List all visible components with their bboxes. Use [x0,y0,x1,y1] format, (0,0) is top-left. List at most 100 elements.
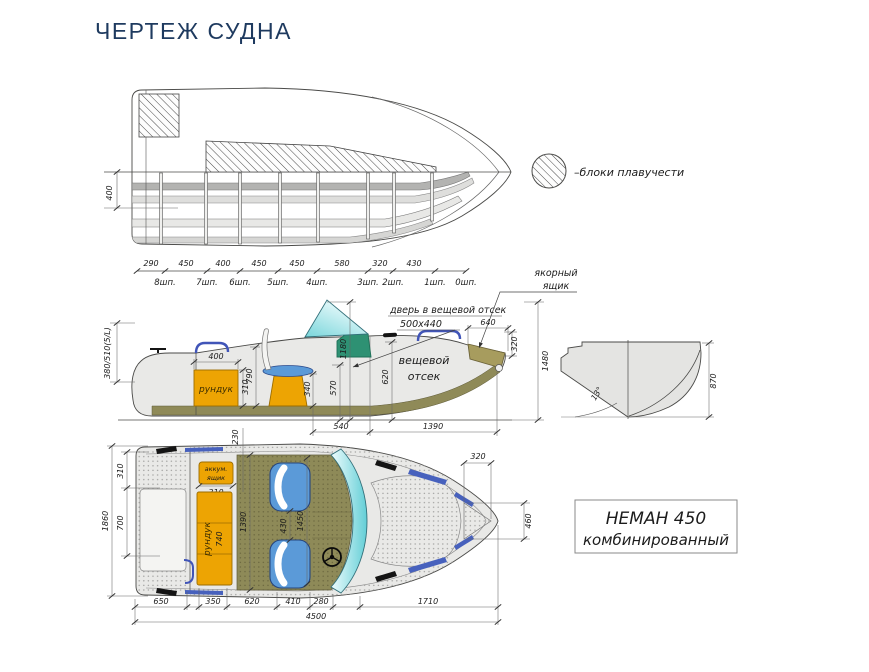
svg-text:8шп.: 8шп. [154,278,175,288]
seat-backrest [261,328,272,371]
svg-text:400: 400 [215,259,230,268]
buoyancy-legend-swatch [531,153,567,189]
locker-side-label: рундук [198,385,233,395]
side-elevation-view: рундук [103,268,578,436]
dim-790: 790 [245,368,254,383]
gunwale-strip-bottom [185,590,223,595]
dim-1390-plan: 1390 [239,512,248,532]
dim-740: 740 [215,531,224,546]
svg-text:0шп.: 0шп. [455,278,476,288]
dim-1180: 1180 [339,339,348,359]
bow-strip-bottom-long [408,557,447,573]
gunwale-strip-top [185,447,223,452]
windshield-side [304,299,370,338]
stern-pad-top [156,446,177,454]
gunwale-dots-top [190,444,453,486]
model-name: НЕМАН 450 [606,509,706,529]
anchor-locker-plan [463,502,492,540]
svg-text:1шп.: 1шп. [424,278,445,288]
svg-text:580: 580 [334,259,349,268]
buoyancy-block-aft [138,93,180,138]
seat-cushion [262,365,314,377]
seat-pedestal [268,375,308,407]
svg-text:450: 450 [289,259,304,268]
stern-pad-bottom [156,588,177,596]
dim-620: 620 [381,369,390,384]
battery-label-1: аккум. [205,465,228,473]
dim-4500: 4500 [306,612,326,621]
svg-text:3шп.: 3шп. [357,278,378,288]
station-dims: 290 450 400 450 450 580 320 430 [143,259,421,268]
station-dimension-line: 290 450 400 450 450 580 320 430 8шп. 7шп… [133,259,477,288]
dim-430: 430 [279,518,288,533]
bow-eye [495,364,503,372]
title-block: НЕМАН 450 комбинированный [574,499,738,554]
steering-wheel-icon [322,547,342,567]
dim-230: 230 [231,429,240,444]
dim-320-side: 320 [510,336,519,351]
dim-700-left: 700 [116,515,125,530]
dim-locker-h: 310 [241,379,250,394]
dim-1710: 1710 [418,597,438,606]
hull-outline-side [131,334,506,417]
dim-1480: 1480 [541,351,550,371]
deadrise-arc [574,402,618,418]
cleat-aft [150,348,166,353]
dim-460: 460 [524,513,533,528]
grab-rail-aft [194,341,230,354]
battery-box [198,461,234,485]
svg-text:450: 450 [251,259,266,268]
bow-pad-bottom [375,571,397,582]
locker-side [193,369,239,407]
grab-rail-bow [416,329,462,342]
dim-870: 870 [709,373,718,388]
dim-410: 410 [285,597,300,606]
door-label: дверь в вещевой отсек [389,305,507,316]
svg-text:450: 450 [178,259,193,268]
svg-text:290: 290 [143,259,158,268]
transom-section-view: 13° 870 [560,339,718,421]
windshield-plan [330,448,368,594]
dim-1450: 1450 [296,511,305,531]
dim-650: 650 [153,597,168,606]
dim-570: 570 [329,380,338,395]
transom-outline [560,341,702,418]
dim-1390-side: 1390 [423,422,443,431]
legend: –блоки плавучести [531,153,684,189]
dim-620-plan: 620 [244,597,259,606]
svg-text:4шп.: 4шп. [306,278,327,288]
station-labels: 8шп. 7шп. 6шп. 5шп. 4шп. 3шп. 2шп. 1шп. … [154,278,476,288]
structural-plan-view: 400 [104,87,512,248]
seat-aft [269,539,311,589]
gunwale-dots-bottom [190,556,453,598]
dim-350: 350 [205,597,220,606]
dim-400-side: 400 [105,185,114,200]
anchor-leader [478,291,577,349]
buoyancy-legend-label: –блоки плавучести [574,166,684,179]
stern-handle [183,559,194,584]
dim-340: 340 [303,381,312,396]
locker-plan [196,491,233,586]
dim-640: 640 [480,318,495,327]
svg-text:320: 320 [372,259,387,268]
seat-forward [269,462,311,512]
engine-hatch [139,488,187,572]
stringer-band-3 [132,195,463,228]
stringer-band-1 [132,171,471,191]
dim-locker-w: 400 [208,352,223,361]
svg-text:430: 430 [406,259,421,268]
bow-strip-top-long [408,469,447,485]
title-block-frame [574,499,738,554]
svg-text:2шп.: 2шп. [382,278,403,288]
door-leader [352,329,456,368]
cleat-bow [383,332,397,338]
hull-bottom-band [151,365,501,416]
page-title: ЧЕРТЕЖ СУДНА [95,18,292,44]
dim-320-plan: 320 [470,452,485,461]
locker-plan-label: рундук [203,521,213,556]
stowage-label-1: вещевой [399,354,450,367]
svg-text:7шп.: 7шп. [196,278,217,288]
anchor-label-2: ящик [543,281,570,292]
deck-plan-view: аккум. ящик 310 рундук 740 [101,428,533,626]
